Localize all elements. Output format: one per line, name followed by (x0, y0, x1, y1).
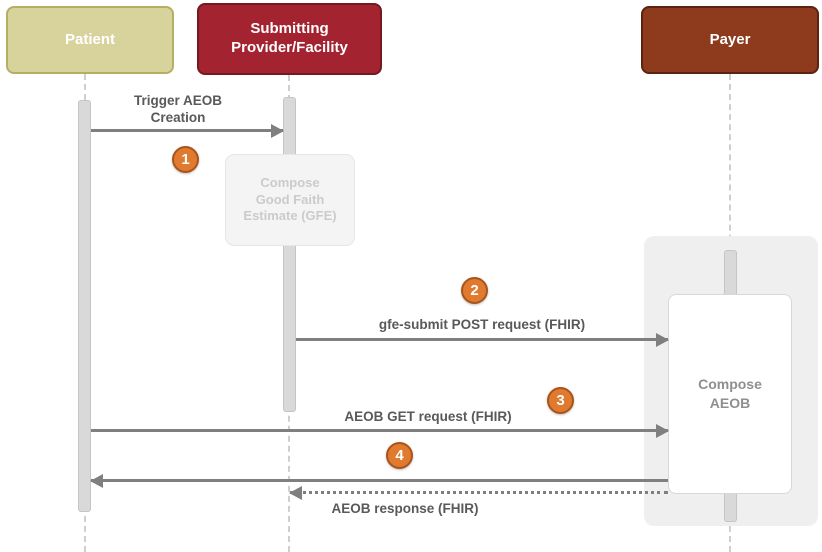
compose-aeob-activity: Compose AEOB (668, 294, 792, 494)
step-number: 4 (395, 447, 404, 464)
arrowhead-right-icon (656, 424, 669, 438)
step-number: 1 (181, 151, 190, 168)
step-badge-1: 1 (172, 146, 199, 173)
message-label-aeob-response: AEOB response (FHIR) (331, 501, 479, 516)
message-arrow-trigger-aeob (91, 124, 284, 138)
step-badge-2: 2 (461, 277, 488, 304)
activation-bar-patient (78, 100, 91, 512)
message-arrow-aeob-return (90, 474, 668, 488)
activation-bar-provider (283, 97, 296, 412)
step-number: 2 (470, 282, 479, 299)
actor-box-payer: Payer (641, 6, 819, 74)
message-arrow-aeob-get (91, 424, 669, 438)
compose-gfe-activity: Compose Good Faith Estimate (GFE) (225, 154, 355, 246)
step-number: 3 (556, 392, 565, 409)
message-label-aeob-get: AEOB GET request (FHIR) (344, 409, 512, 424)
message-arrow-gfe-submit (296, 333, 669, 347)
message-arrow-aeob-response (289, 486, 668, 500)
compose-gfe-label: Compose Good Faith Estimate (GFE) (243, 174, 337, 224)
actor-label-patient: Patient (64, 30, 115, 48)
actor-box-provider: Submitting Provider/Facility (197, 3, 382, 75)
arrowhead-right-icon (271, 124, 284, 138)
arrowhead-left-icon (90, 474, 103, 488)
actor-label-payer: Payer (709, 30, 751, 48)
arrowhead-left-icon (289, 486, 302, 500)
actor-label-provider: Submitting Provider/Facility (231, 20, 348, 56)
arrowhead-right-icon (656, 333, 669, 347)
message-label-gfe-submit: gfe-submit POST request (FHIR) (378, 317, 586, 332)
compose-aeob-label: Compose AEOB (698, 376, 762, 411)
actor-box-patient: Patient (6, 6, 174, 74)
message-label-trigger-aeob: Trigger AEOB Creation (133, 93, 222, 125)
step-badge-4: 4 (386, 442, 413, 469)
step-badge-3: 3 (547, 387, 574, 414)
